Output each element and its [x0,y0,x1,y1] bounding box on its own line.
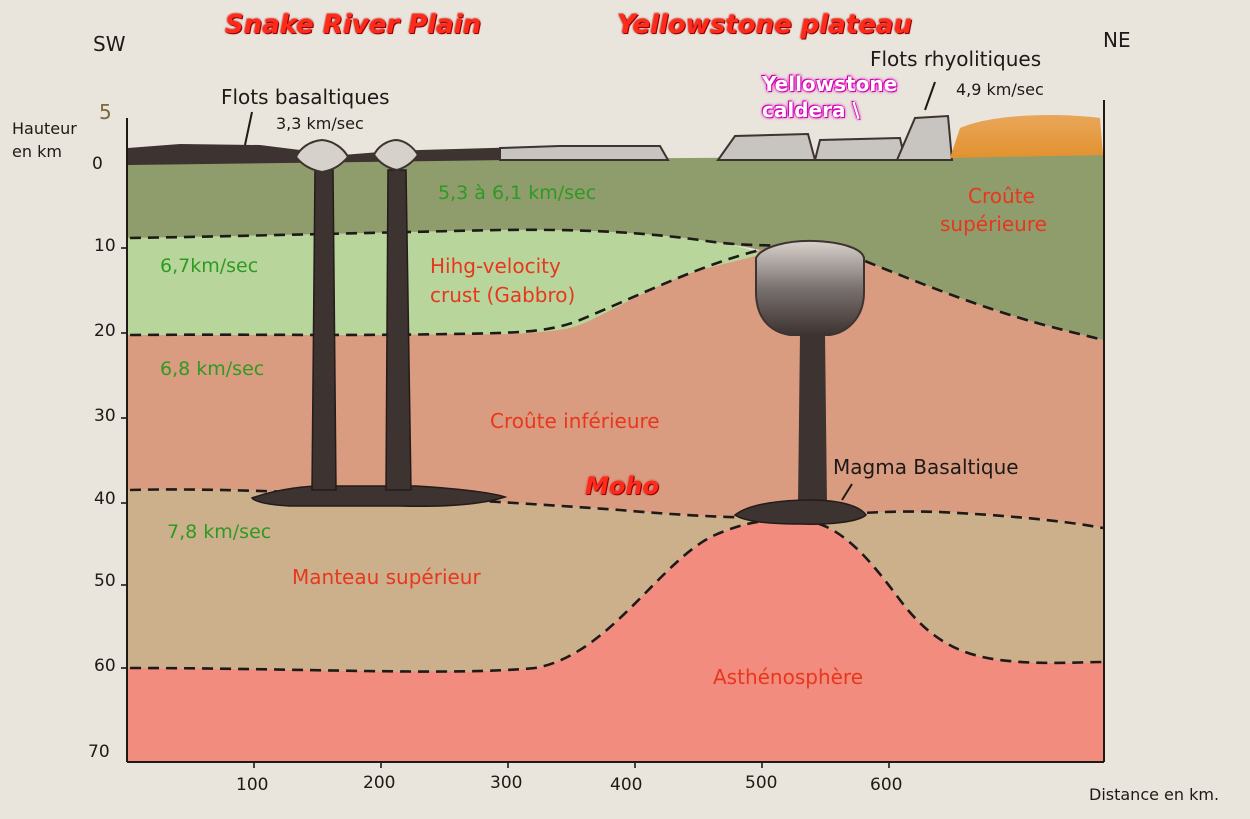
y-axis-label-line2: en km [12,142,62,161]
label-flots-rhyolitiques: Flots rhyolitiques [870,47,1042,71]
y-tick-label: 70 [88,742,110,762]
label-moho: Moho [585,472,659,500]
title-snake-river-plain: Snake River Plain [225,10,482,40]
rhyolite-flow [950,115,1103,158]
label-speed-mantle: 7,8 km/sec [167,521,272,543]
label-croute-superieure-line2: supérieure [940,212,1047,236]
label-gabbro-line2: crust (Gabbro) [430,283,576,307]
label-magma-basaltique: Magma Basaltique [833,455,1019,479]
y-axis-label-line1: Hauteur [12,119,77,138]
basalt-sill [250,485,508,507]
dike-right [385,169,412,491]
title-yellowstone-plateau: Yellowstone plateau [617,10,912,40]
compass-sw: SW [93,32,126,56]
x-axis-label: Distance en km. [1089,785,1220,804]
label-manteau-superieur: Manteau supérieur [292,565,481,589]
leader-rhyolite [924,81,936,111]
caldera-block [716,132,817,161]
magma-chamber [755,239,865,336]
rhyolite-block [895,114,954,161]
label-speed-rhyolite: 4,9 km/sec [956,80,1044,99]
asthenosphere-layer [128,519,1103,762]
label-asthenosphere: Asthénosphère [713,665,864,689]
label-caldera-line2: caldera \ [762,98,860,122]
surface-plateau [499,145,670,161]
label-speed-basalt: 3,3 km/sec [276,114,364,133]
label-speed-lower-crust: 6,8 km/sec [160,358,265,380]
x-tick-label: 400 [610,775,643,795]
y-tick-label: 20 [94,321,116,341]
label-speed-gabbro: 6,7km/sec [160,255,259,277]
label-flots-basaltiques: Flots basaltiques [221,85,390,109]
y-tick-label: 60 [94,656,116,676]
y-tick-label: 5 [99,100,112,124]
y-tick-label: 10 [94,236,116,256]
label-croute-inferieure: Croûte inférieure [490,409,660,433]
x-tick-label: 600 [870,775,903,795]
leader-basalt [244,111,253,146]
gabbro-layer [128,229,760,335]
upper-mantle-layer [128,489,1103,672]
leader-magma [841,483,853,501]
label-gabbro-line1: Hihg-velocity [430,254,561,278]
upper-crust-layer [128,155,1103,340]
magma-base [733,499,867,525]
y-tick-label: 30 [94,406,116,426]
compass-ne: NE [1103,28,1131,52]
x-tick-label: 500 [745,773,778,793]
boundary-upper-crust [129,228,1104,342]
x-tick-label: 100 [236,775,269,795]
vent-left [294,138,350,174]
boundary-gabbro [129,248,761,337]
magma-stem [798,333,827,505]
y-tick-label: 0 [92,154,103,174]
x-tick-label: 200 [363,773,396,793]
label-caldera-line1: Yellowstone [762,72,898,96]
label-speed-upper-crust: 5,3 à 6,1 km/sec [438,182,597,204]
label-croute-superieure-line1: Croûte [968,184,1035,208]
y-tick-label: 50 [94,571,116,591]
vent-right [372,138,420,172]
x-tick-label: 300 [490,773,523,793]
y-tick-label: 40 [94,489,116,509]
dike-left [311,169,337,491]
surface-plateau-2 [813,136,907,161]
